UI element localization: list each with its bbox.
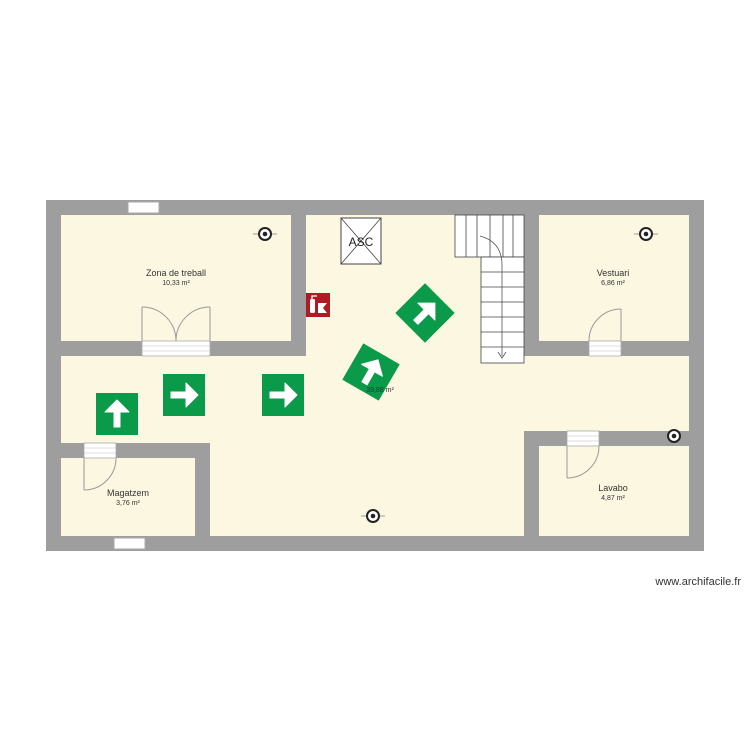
emergency-exit-arrow-icon bbox=[261, 373, 305, 417]
fire-extinguisher-icon bbox=[306, 293, 330, 317]
room-name-zona-treball: Zona de treball bbox=[146, 268, 206, 278]
room-area-lavabo: 4,87 m² bbox=[601, 495, 625, 502]
room-name-vestuari: Vestuari bbox=[597, 268, 630, 278]
door bbox=[566, 445, 600, 479]
door-threshold bbox=[588, 340, 622, 357]
window bbox=[113, 537, 146, 550]
elevator-label: ASC bbox=[349, 235, 374, 249]
room-name-magatzem: Magatzem bbox=[107, 488, 149, 498]
wall bbox=[291, 200, 306, 356]
wall bbox=[195, 443, 210, 551]
elevator-icon: ASC bbox=[340, 217, 382, 265]
room-area-zona-treball: 10,33 m² bbox=[162, 280, 190, 287]
emergency-exit-arrow-icon bbox=[95, 392, 139, 436]
door-threshold bbox=[83, 442, 117, 459]
door bbox=[588, 308, 622, 342]
door-threshold bbox=[566, 430, 600, 447]
room-area-central: 39,88 m² bbox=[366, 387, 394, 394]
double-door bbox=[141, 306, 211, 342]
stairs-icon bbox=[454, 214, 525, 364]
room-area-magatzem: 3,76 m² bbox=[116, 500, 140, 507]
wall bbox=[524, 200, 539, 356]
room-name-lavabo: Lavabo bbox=[598, 483, 628, 493]
watermark: www.archifacile.fr bbox=[655, 576, 741, 588]
room-area-vestuari: 6,86 m² bbox=[601, 280, 625, 287]
emergency-exit-arrow-icon bbox=[162, 373, 206, 417]
wall bbox=[46, 443, 210, 458]
door-threshold bbox=[141, 340, 211, 357]
door bbox=[83, 457, 117, 491]
window bbox=[127, 201, 160, 214]
wall bbox=[524, 431, 539, 551]
